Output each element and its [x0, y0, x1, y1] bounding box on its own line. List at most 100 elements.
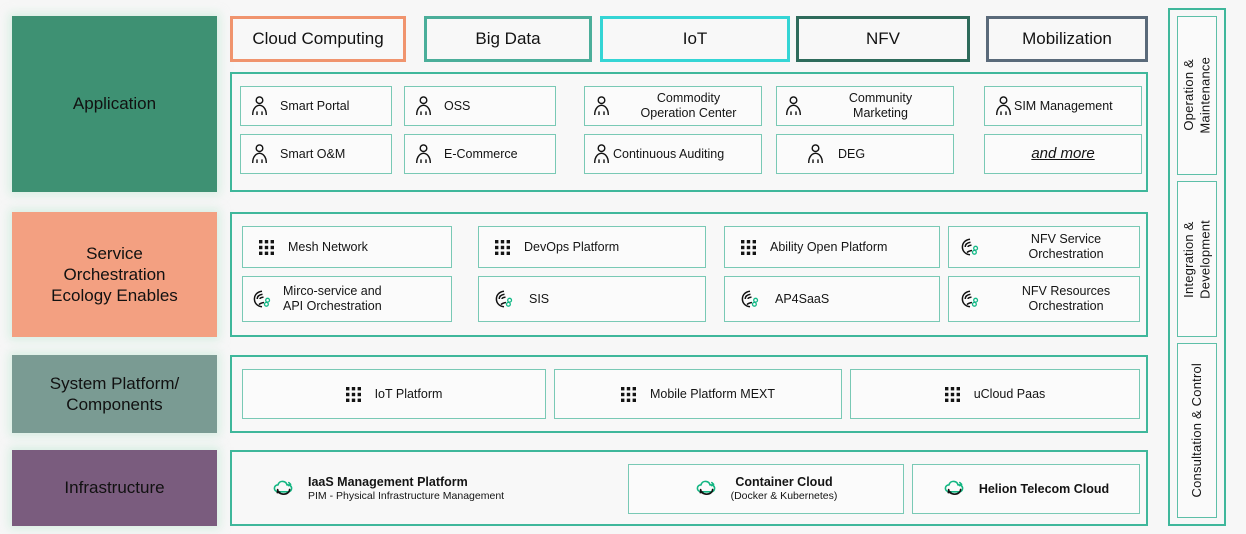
domain-chip-nfv[interactable]: NFV: [796, 16, 970, 62]
service-item-label: AP4SaaS: [775, 291, 830, 306]
app-item-label: E-Commerce: [444, 146, 518, 161]
cross-cutting-rail: Operation & Maintenance Integration & De…: [1168, 8, 1226, 526]
dot-grid-icon: [741, 239, 756, 255]
orchestration-icon: [253, 289, 275, 309]
layer-label-infrastructure: Infrastructure: [12, 450, 217, 526]
system-platform-panel: IoT Platform Mobile Platform MEXT: [230, 355, 1148, 433]
app-item-community-marketing[interactable]: Community Marketing: [776, 86, 954, 126]
service-item-label: Mesh Network: [288, 239, 368, 254]
infra-item-subtitle: (Docker & Kubernetes): [730, 490, 838, 503]
service-item-label: Mirco-service and API Orchestration: [283, 284, 382, 313]
system-item-label: Mobile Platform MEXT: [649, 386, 776, 401]
person-icon: [593, 144, 610, 164]
app-item-label: Smart Portal: [280, 98, 350, 113]
dot-grid-icon: [944, 386, 960, 402]
rail-item-label: Operation & Maintenance: [1180, 57, 1212, 134]
service-item-mesh-network[interactable]: Mesh Network: [242, 226, 452, 268]
rail-item-integration-development[interactable]: Integration & Development: [1177, 180, 1217, 338]
domain-chip-label: Mobilization: [1022, 29, 1112, 48]
infrastructure-panel: IaaS Management Platform PIM - Physical …: [230, 450, 1148, 526]
layer-label-infrastructure-text: Infrastructure: [64, 478, 165, 498]
system-item-iot-platform[interactable]: IoT Platform: [242, 369, 546, 419]
service-item-label: SIS: [529, 291, 550, 306]
rail-item-label: Integration & Development: [1180, 219, 1212, 299]
app-item-smart-portal[interactable]: Smart Portal: [240, 86, 392, 126]
service-item-label: DevOps Platform: [524, 239, 620, 254]
dot-grid-icon: [259, 239, 274, 255]
layer-label-system: System Platform/ Components: [12, 355, 217, 433]
dot-grid-icon: [620, 386, 636, 402]
domain-chip-cloud-computing[interactable]: Cloud Computing: [230, 16, 406, 62]
service-item-devops-platform[interactable]: DevOps Platform: [478, 226, 706, 268]
service-orchestration-panel: Mesh Network DevOps Platform: [230, 212, 1148, 337]
app-item-continuous-auditing[interactable]: Continuous Auditing: [584, 134, 762, 174]
person-icon: [251, 144, 268, 164]
service-item-nfv-service-orchestration[interactable]: NFV Service Orchestration: [948, 226, 1140, 268]
app-item-label: SIM Management: [1014, 98, 1113, 113]
rail-item-label: Consultation & Control: [1188, 363, 1204, 498]
app-item-label: OSS: [444, 98, 471, 113]
app-item-label: Smart O&M: [280, 146, 346, 161]
domain-chip-label: NFV: [866, 29, 900, 48]
service-item-microservice-api-orchestration[interactable]: Mirco-service and API Orchestration: [242, 276, 452, 322]
app-item-smart-om[interactable]: Smart O&M: [240, 134, 392, 174]
person-icon: [415, 144, 432, 164]
domain-chip-label: Big Data: [475, 29, 541, 48]
app-item-label: Continuous Auditing: [613, 146, 725, 161]
system-item-mobile-platform-mext[interactable]: Mobile Platform MEXT: [554, 369, 842, 419]
service-item-label: Ability Open Platform: [770, 239, 888, 254]
person-icon: [415, 96, 432, 116]
layer-label-application-text: Application: [72, 94, 157, 114]
app-item-label: and more: [1031, 145, 1095, 162]
app-item-and-more[interactable]: and more: [984, 134, 1142, 174]
service-item-nfv-resources-orchestration[interactable]: NFV Resources Orchestration: [948, 276, 1140, 322]
layer-label-system-text: System Platform/ Components: [49, 373, 180, 414]
service-item-ap4saas[interactable]: AP4SaaS: [724, 276, 940, 322]
cloud-icon: [695, 479, 719, 499]
domain-chip-big-data[interactable]: Big Data: [424, 16, 592, 62]
app-item-label: DEG: [838, 146, 866, 161]
app-item-label: Community Marketing: [848, 91, 913, 120]
service-item-label: NFV Service Orchestration: [1028, 232, 1104, 261]
layer-label-application: Application: [12, 16, 217, 192]
infra-item-text: IaaS Management Platform PIM - Physical …: [308, 475, 504, 503]
infra-item-subtitle: PIM - Physical Infrastructure Management: [308, 490, 505, 503]
orchestration-icon: [961, 289, 983, 309]
app-item-deg[interactable]: DEG: [776, 134, 954, 174]
system-item-label: IoT Platform: [374, 386, 443, 401]
system-item-ucloud-paas[interactable]: uCloud Paas: [850, 369, 1140, 419]
cloud-icon: [943, 479, 967, 499]
service-item-label: NFV Resources Orchestration: [1021, 284, 1111, 313]
infra-item-title: Container Cloud: [735, 475, 833, 490]
orchestration-icon: [741, 289, 763, 309]
layer-label-service: Service Orchestration Ecology Enables: [12, 212, 217, 337]
infra-item-title: Helion Telecom Cloud: [978, 481, 1110, 496]
app-item-commodity-operation-center[interactable]: Commodity Operation Center: [584, 86, 762, 126]
app-item-label: Commodity Operation Center: [640, 91, 737, 120]
app-item-sim-management[interactable]: SIM Management: [984, 86, 1142, 126]
dot-grid-icon: [345, 386, 361, 402]
infra-item-helion-telecom-cloud[interactable]: Helion Telecom Cloud: [912, 464, 1140, 514]
infra-item-title: IaaS Management Platform: [308, 475, 468, 490]
person-icon: [251, 96, 268, 116]
service-item-ability-open-platform[interactable]: Ability Open Platform: [724, 226, 940, 268]
rail-item-consultation-control[interactable]: Consultation & Control: [1177, 343, 1217, 518]
orchestration-icon: [495, 289, 517, 309]
cloud-icon: [272, 479, 296, 499]
dot-grid-icon: [495, 239, 510, 255]
person-icon: [995, 96, 1012, 116]
orchestration-icon: [961, 237, 983, 257]
system-item-label: uCloud Paas: [973, 386, 1046, 401]
domain-chip-iot[interactable]: IoT: [600, 16, 790, 62]
app-item-oss[interactable]: OSS: [404, 86, 556, 126]
domain-chip-mobilization[interactable]: Mobilization: [986, 16, 1148, 62]
domain-chip-label: Cloud Computing: [252, 29, 384, 48]
infra-item-iaas-management-platform[interactable]: IaaS Management Platform PIM - Physical …: [272, 464, 602, 514]
rail-item-operation-maintenance[interactable]: Operation & Maintenance: [1177, 16, 1217, 175]
infra-item-container-cloud[interactable]: Container Cloud (Docker & Kubernetes): [628, 464, 904, 514]
person-icon: [785, 96, 802, 116]
app-item-e-commerce[interactable]: E-Commerce: [404, 134, 556, 174]
person-icon: [593, 96, 610, 116]
service-item-sis[interactable]: SIS: [478, 276, 706, 322]
